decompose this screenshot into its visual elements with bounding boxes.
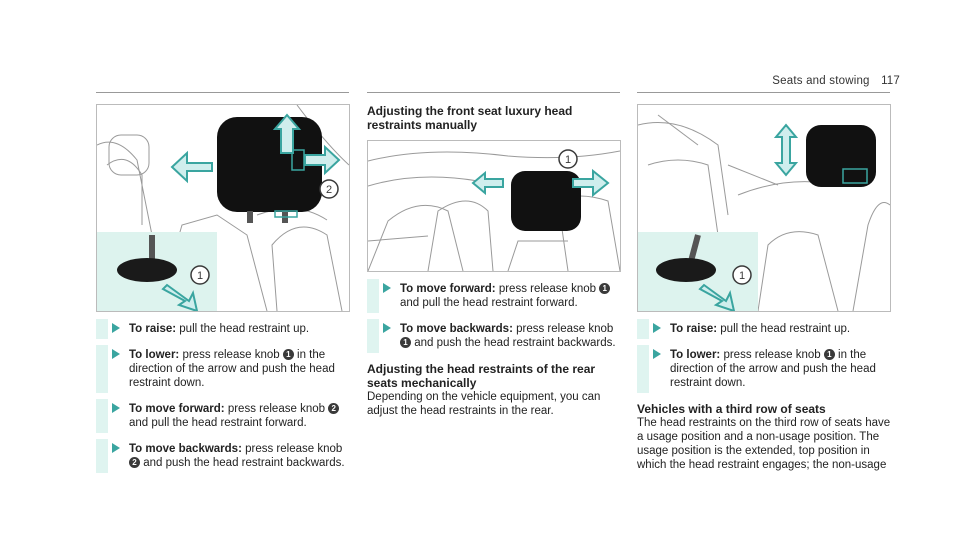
knob-number: 1 — [282, 349, 294, 360]
bullet-arrow-icon — [653, 323, 661, 333]
callout-2 — [319, 179, 339, 199]
knob-number: 1 — [400, 337, 411, 348]
luxury-head-restraint-illustration: 1 — [368, 149, 620, 271]
step-move-backwards: To move backwards: press release knob 1 … — [367, 319, 620, 353]
header-rule-left — [96, 92, 349, 93]
heading-rear-seats: Adjusting the head restraints of the rea… — [367, 362, 596, 390]
middle-column-text: To move forward: press release knob 1 an… — [367, 279, 620, 418]
step-move-forward: To move forward: press release knob 1 an… — [367, 279, 620, 313]
step-move-forward: To move forward: press release knob 2 an… — [96, 399, 354, 433]
heading-third-row: Vehicles with a third row of seats — [637, 402, 826, 416]
front-head-restraint-illustration: 2 1 — [97, 105, 349, 311]
right-column-text: To raise: pull the head restraint up. To… — [637, 319, 895, 472]
knob-number: 1 — [599, 283, 611, 294]
section-title: Seats and stowing — [772, 75, 870, 87]
header-rule-right — [637, 92, 890, 93]
page-header: Seats and stowing 117 — [772, 75, 900, 87]
callout-1 — [190, 265, 210, 285]
bullet-arrow-icon — [383, 283, 391, 293]
bullet-arrow-icon — [112, 443, 120, 453]
step-move-backwards: To move backwards: press release knob 2 … — [96, 439, 354, 473]
rear-seats-paragraph: Depending on the vehicle equipment, you … — [367, 391, 601, 417]
third-row-paragraph: The head restraints on the third row of … — [637, 417, 891, 471]
figure-luxury-head-restraint: 1 — [367, 140, 621, 272]
figure-rear-head-restraint: 1 — [637, 104, 891, 312]
bullet-arrow-icon — [653, 349, 661, 359]
bullet-arrow-icon — [112, 349, 120, 359]
svg-text:2: 2 — [326, 184, 332, 196]
bullet-arrow-icon — [112, 323, 120, 333]
callout-1 — [558, 149, 578, 169]
bullet-arrow-icon — [383, 323, 391, 333]
figure-front-head-restraint: 2 1 — [96, 104, 350, 312]
step-raise: To raise: pull the head restraint up. — [637, 319, 895, 339]
knob-number: 2 — [129, 457, 140, 468]
callout-1 — [732, 265, 752, 285]
step-lower: To lower: press release knob 1 in the di… — [96, 345, 354, 393]
page-number: 117 — [881, 75, 900, 87]
middle-heading-block: Adjusting the front seat luxury head res… — [367, 104, 620, 132]
svg-text:1: 1 — [565, 154, 571, 166]
bullet-arrow-icon — [112, 403, 120, 413]
svg-text:1: 1 — [197, 270, 203, 282]
knob-number: 2 — [328, 403, 340, 414]
left-column-text: To raise: pull the head restraint up. To… — [96, 319, 354, 482]
heading-front-luxury: Adjusting the front seat luxury head res… — [367, 104, 573, 132]
header-rule-mid — [367, 92, 620, 93]
svg-text:1: 1 — [739, 270, 745, 282]
rear-head-restraint-illustration: 1 — [638, 114, 890, 311]
knob-number: 1 — [823, 349, 835, 360]
step-raise: To raise: pull the head restraint up. — [96, 319, 354, 339]
step-lower: To lower: press release knob 1 in the di… — [637, 345, 895, 393]
